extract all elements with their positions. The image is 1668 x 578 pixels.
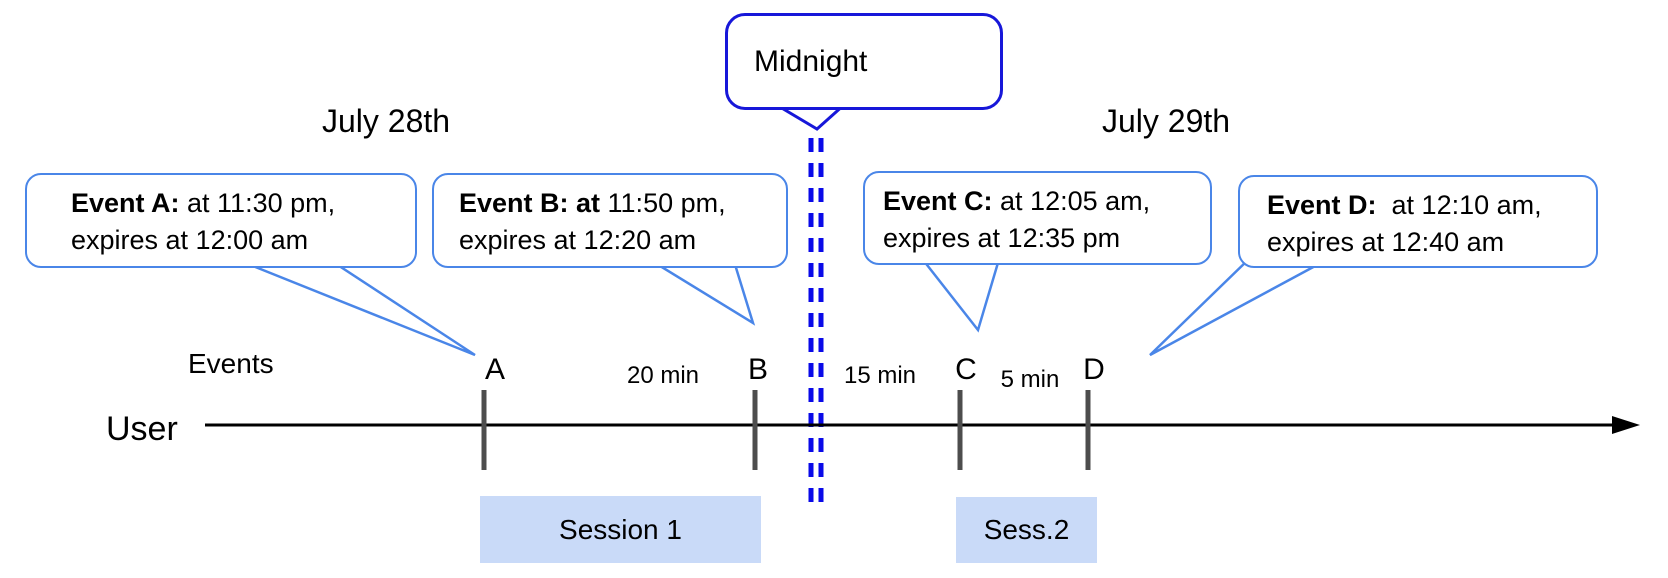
callout-event-d-line1: Event D: at 12:10 am, [1267, 190, 1542, 220]
timeline-arrowhead-icon [1612, 416, 1640, 434]
callout-event-c-line2: expires at 12:35 pm [883, 223, 1121, 253]
callout-event-a: Event A: at 11:30 pm, expires at 12:00 a… [25, 173, 417, 268]
session-2-label: Sess.2 [983, 514, 1070, 545]
session-1-label: Session 1 [559, 513, 682, 545]
callout-a-tail [232, 256, 476, 357]
user-axis-label: User [106, 410, 178, 448]
callout-event-d-line2: expires at 12:40 am [1267, 227, 1505, 257]
session-2-box: Sess.2 [956, 497, 1097, 563]
callout-event-c: Event C: at 12:05 am, expires at 12:35 p… [863, 171, 1212, 265]
duration-label-5min: 5 min [1000, 366, 1060, 393]
events-axis-label: Events [188, 348, 274, 379]
duration-label-20min: 20 min [626, 362, 700, 389]
callout-event-b-line2: expires at 12:20 am [459, 225, 697, 255]
callout-c-tail [917, 254, 1002, 333]
callout-event-d: Event D: at 12:10 am, expires at 12:40 a… [1238, 175, 1598, 268]
duration-label-15min: 15 min [843, 362, 917, 389]
callout-event-b: Event B: at 11:50 pm, expires at 12:20 a… [432, 173, 788, 268]
callout-d-tail [1149, 256, 1331, 357]
tick-label-a: A [484, 353, 506, 386]
tick-label-b: B [747, 353, 769, 386]
callout-event-c-line1: Event C: at 12:05 am, [883, 186, 1151, 216]
midnight-callout: Midnight [725, 13, 1003, 110]
callout-event-a-line1: Event A: at 11:30 pm, [71, 188, 336, 218]
callout-event-a-line2: expires at 12:00 am [71, 225, 309, 255]
date-title-july-29: July 29th [1102, 103, 1231, 139]
date-title-july-28: July 28th [322, 103, 451, 139]
session-1-box: Session 1 [480, 496, 761, 563]
tick-label-c: C [955, 353, 977, 386]
tick-label-d: D [1083, 353, 1105, 386]
midnight-label: Midnight [754, 44, 868, 78]
callout-event-b-line1: Event B: at 11:50 pm, [459, 188, 726, 218]
